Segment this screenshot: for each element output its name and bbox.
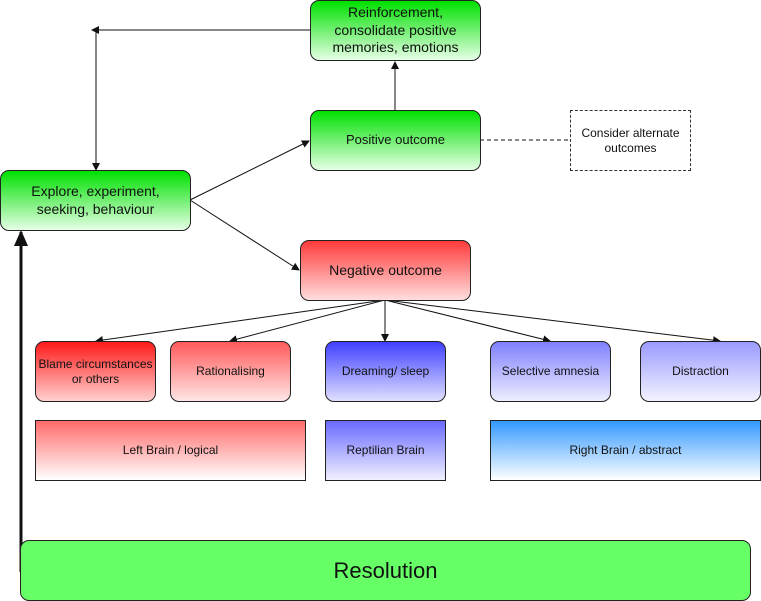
node-positive-outcome[interactable]: Positive outcome	[310, 110, 481, 171]
node-consider-alternate-label: Consider alternate outcomes	[581, 125, 680, 155]
node-rationalising[interactable]: Rationalising	[170, 341, 291, 402]
node-negative-outcome-label: Negative outcome	[329, 261, 442, 278]
node-selective-amnesia[interactable]: Selective amnesia	[490, 341, 611, 402]
node-left-brain-label: Left Brain / logical	[122, 443, 219, 457]
node-distraction-label: Distraction	[672, 364, 729, 378]
node-distraction[interactable]: Distraction	[640, 341, 761, 402]
node-left-brain[interactable]: Left Brain / logical	[35, 420, 306, 481]
node-reinforcement[interactable]: Reinforcement, consolidate positive memo…	[310, 0, 481, 61]
node-positive-outcome-label: Positive outcome	[346, 132, 445, 148]
edge-negative-to-blame	[95, 299, 386, 344]
node-dreaming-label: Dreaming/ sleep	[341, 364, 430, 378]
node-blame[interactable]: Blame circumstances or others	[35, 341, 156, 402]
edge-explore-to-negative	[189, 199, 300, 271]
node-explore-label: Explore, experiment, seeking, behaviour	[31, 183, 160, 217]
node-consider-alternate[interactable]: Consider alternate outcomes	[570, 110, 691, 171]
node-rationalising-label: Rationalising	[196, 364, 265, 378]
node-selective-amnesia-label: Selective amnesia	[501, 364, 600, 378]
edge-explore-to-positive	[189, 140, 310, 201]
node-explore[interactable]: Explore, experiment, seeking, behaviour	[0, 170, 191, 231]
node-reptilian-brain[interactable]: Reptilian Brain	[325, 420, 446, 481]
node-negative-outcome[interactable]: Negative outcome	[300, 240, 471, 301]
node-dreaming[interactable]: Dreaming/ sleep	[325, 341, 446, 402]
node-resolution-label: Resolution	[333, 557, 438, 583]
node-reinforcement-label: Reinforcement, consolidate positive memo…	[332, 4, 459, 56]
node-right-brain-label: Right Brain / abstract	[569, 443, 682, 457]
edge-negative-to-rationalising	[229, 299, 386, 344]
node-resolution[interactable]: Resolution	[20, 540, 751, 601]
edge-negative-to-distraction	[384, 299, 721, 345]
edge-negative-to-amnesia	[384, 299, 551, 344]
node-blame-label: Blame circumstances or others	[38, 356, 153, 386]
node-right-brain[interactable]: Right Brain / abstract	[490, 420, 761, 481]
node-reptilian-brain-label: Reptilian Brain	[346, 443, 425, 457]
